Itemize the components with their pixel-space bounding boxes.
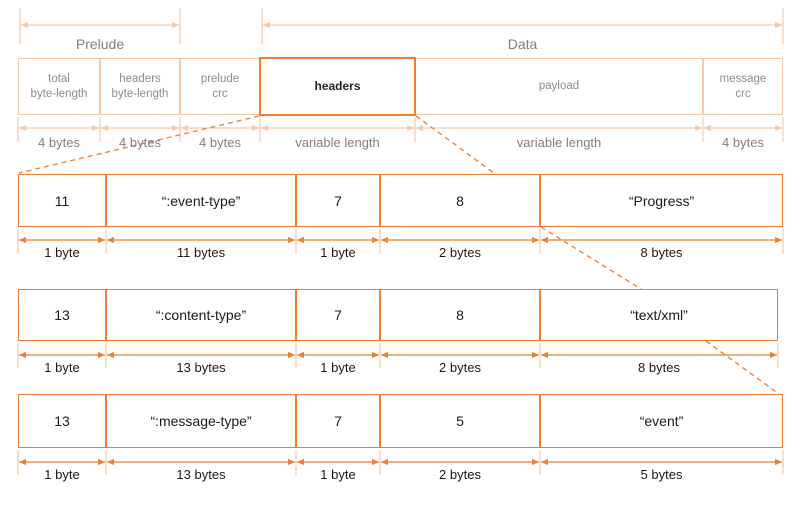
detail-cell-value: “:message-type” bbox=[106, 394, 296, 448]
detail-cell-size-label: 1 byte bbox=[320, 467, 356, 482]
overview-size-total-byte-length: 4 bytes bbox=[38, 135, 80, 150]
detail-cell-value: 11 bbox=[18, 174, 106, 227]
detail-cell-size-label: 1 byte bbox=[44, 245, 80, 260]
overview-cell-payload: payload bbox=[415, 58, 703, 115]
overview-cell-message-crc: message crc bbox=[703, 58, 783, 115]
detail-cell-value: “text/xml” bbox=[540, 289, 778, 341]
overview-size-message-crc: 4 bytes bbox=[722, 135, 764, 150]
detail-cell-value: “Progress” bbox=[540, 174, 783, 227]
detail-cell-value: 7 bbox=[296, 394, 380, 448]
overview-cell-headers-byte-length: headers byte-length bbox=[100, 58, 180, 115]
detail-cell-size-label: 1 byte bbox=[44, 467, 80, 482]
overview-cell-prelude-crc: prelude crc bbox=[180, 58, 260, 115]
detail-cell-value: “:content-type” bbox=[106, 289, 296, 341]
detail-cell-size-label: 1 byte bbox=[320, 245, 356, 260]
detail-cell-size-label: 13 bytes bbox=[176, 467, 226, 482]
overview-size-payload: variable length bbox=[516, 135, 602, 150]
detail-cell-value: 7 bbox=[296, 289, 380, 341]
detail-cell-value: 13 bbox=[18, 394, 106, 448]
detail-cell-size-label: 2 bytes bbox=[439, 360, 481, 375]
overview-cell-headers: headers bbox=[259, 57, 416, 116]
detail-cell-size-label: 1 byte bbox=[320, 360, 356, 375]
detail-cell-size-label: 8 bytes bbox=[638, 360, 680, 375]
section-label-data: Data bbox=[507, 36, 538, 52]
detail-cell-value: “event” bbox=[540, 394, 783, 448]
overview-size-headers-byte-length: 4 bytes bbox=[119, 135, 161, 150]
detail-cell-value: 5 bbox=[380, 394, 540, 448]
detail-cell-size-label: 2 bytes bbox=[439, 245, 481, 260]
detail-cell-value: 8 bbox=[380, 289, 540, 341]
overview-size-headers: variable length bbox=[295, 135, 380, 150]
overview-size-prelude-crc: 4 bytes bbox=[199, 135, 241, 150]
overview-cell-total-byte-length: total byte-length bbox=[18, 58, 100, 115]
detail-cell-size-label: 1 byte bbox=[44, 360, 80, 375]
detail-cell-size-label: 13 bytes bbox=[176, 360, 226, 375]
detail-cell-size-label: 2 bytes bbox=[439, 467, 481, 482]
detail-cell-value: “:event-type” bbox=[106, 174, 296, 227]
detail-cell-size-label: 11 bytes bbox=[176, 245, 226, 260]
detail-cell-value: 8 bbox=[380, 174, 540, 227]
section-label-prelude: Prelude bbox=[75, 36, 125, 52]
detail-cell-value: 13 bbox=[18, 289, 106, 341]
detail-cell-value: 7 bbox=[296, 174, 380, 227]
detail-cell-size-label: 5 bytes bbox=[640, 467, 683, 482]
detail-cell-size-label: 8 bytes bbox=[640, 245, 683, 260]
